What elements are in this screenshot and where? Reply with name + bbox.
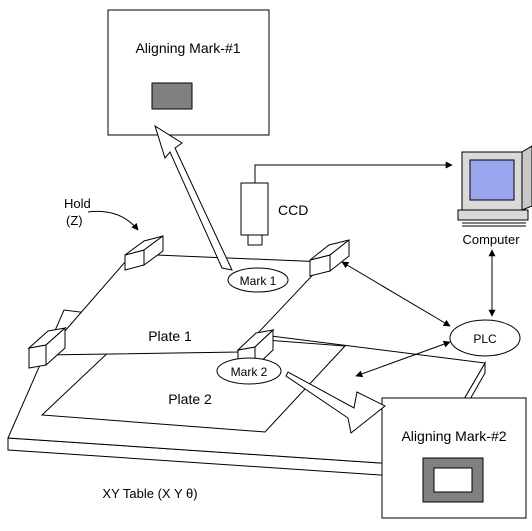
- hold-label: Hold: [64, 196, 91, 211]
- mark-1-callout-beam: [154, 124, 233, 271]
- hold-curved-arrow: [87, 210, 139, 231]
- aligning-mark-1-panel: [107, 9, 270, 136]
- plate-2-label: Plate 2: [168, 391, 212, 407]
- aligning-mark-2-panel: [381, 397, 527, 519]
- aligning-mark-2-label: Aligning Mark-#2: [401, 428, 506, 444]
- mark-1-label: Mark 1: [240, 274, 277, 288]
- plc-ellipse: [449, 319, 521, 357]
- plate-2: [40, 329, 347, 433]
- hold-plc-connector: [341, 261, 451, 327]
- hold-axis-label: (Z): [66, 213, 83, 228]
- mark-2-callout-beam: [285, 371, 386, 434]
- aligning-mark-1-label: Aligning Mark-#1: [135, 40, 240, 56]
- xy-table-label: XY Table (X Y θ): [102, 486, 197, 501]
- ccd-label: CCD: [278, 202, 308, 218]
- ccd-to-computer-connector: [254, 161, 453, 183]
- plc-label: PLC: [473, 332, 497, 346]
- plate-1-label: Plate 1: [148, 328, 192, 344]
- mark-1-square: [151, 82, 193, 110]
- mark-1-ellipse: [227, 267, 289, 293]
- computer-icon: [457, 145, 532, 227]
- table-plc-connector: [355, 340, 451, 378]
- mark-2-ellipse: [216, 357, 282, 385]
- mark-2-label: Mark 2: [231, 365, 268, 379]
- computer-label: Computer: [462, 232, 520, 247]
- ccd-camera: [240, 182, 269, 246]
- hold-block-back-left: [124, 235, 164, 271]
- hold-block-back-right: [309, 238, 350, 277]
- hold-block-front-left: [27, 326, 67, 369]
